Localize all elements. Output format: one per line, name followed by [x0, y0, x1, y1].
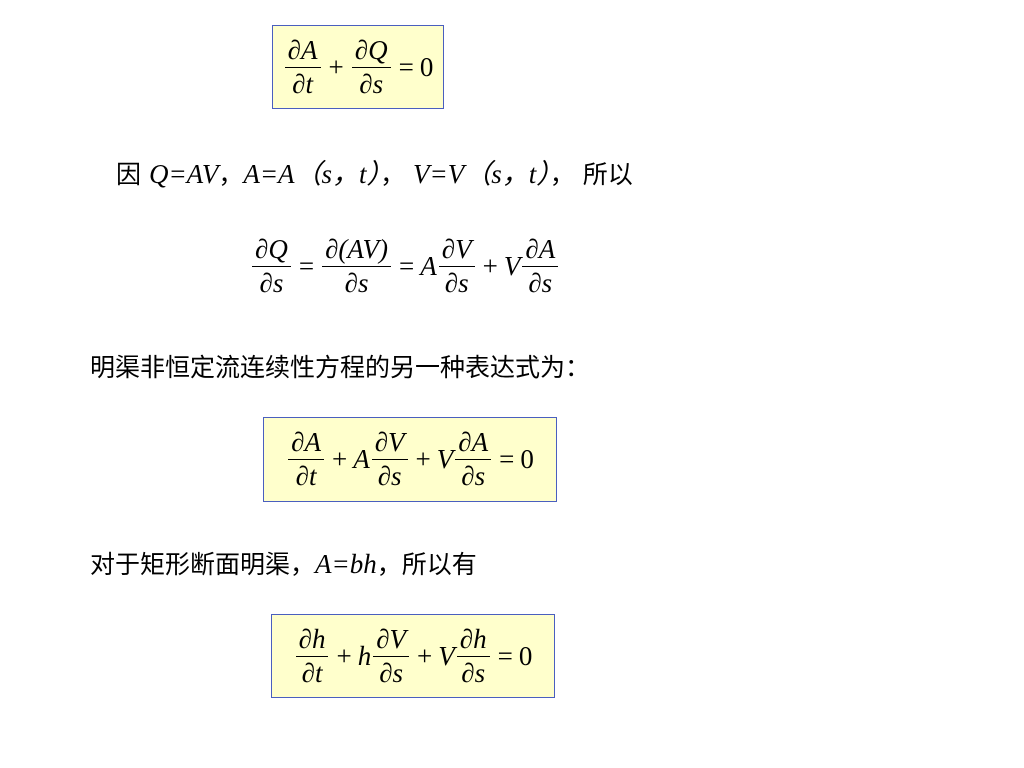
- denominator: ∂s: [359, 68, 384, 99]
- rhs-zero: 0: [520, 444, 534, 474]
- fraction-dA-ds: ∂A ∂s: [455, 427, 492, 491]
- equation-box-continuity: ∂A ∂t + ∂Q ∂s = 0: [272, 25, 444, 109]
- numerator: ∂V: [376, 623, 407, 654]
- text-line-because: 因 Q=AV，A=A（s，t）， V=V（s，t）， 所以: [116, 158, 633, 191]
- equation-box-rectangular: ∂h ∂t + h ∂V ∂s + V ∂h ∂s = 0: [271, 614, 555, 698]
- fraction-bar: [252, 266, 291, 267]
- fraction-bar: [522, 266, 559, 267]
- coefficient-V: V: [503, 251, 521, 281]
- numerator: ∂A: [291, 427, 321, 457]
- numerator: ∂Q: [354, 34, 388, 65]
- fraction-bar: [284, 66, 321, 68]
- equation-rectangular: ∂h ∂t + h ∂V ∂s + V ∂h ∂s = 0: [294, 623, 533, 688]
- text-suffix: ， 所以: [549, 160, 633, 189]
- fraction-bar: [456, 655, 490, 657]
- fraction-dAV-ds: ∂(AV) ∂s: [322, 234, 392, 298]
- text-prefix: 对于矩形断面明渠，: [90, 550, 316, 579]
- fraction-bar: [373, 655, 410, 657]
- separator: ，: [380, 160, 414, 189]
- equals-sign: =: [398, 51, 414, 82]
- fraction-dV-ds: ∂V ∂s: [438, 234, 475, 298]
- numerator: ∂A: [287, 34, 318, 65]
- denominator: ∂s: [344, 268, 369, 298]
- text-another-form: 明渠非恒定流连续性方程的另一种表达式为：: [90, 353, 591, 382]
- numerator: ∂(AV): [325, 234, 389, 264]
- text-line-rectangular: 对于矩形断面明渠，A=bh，所以有: [90, 548, 477, 581]
- text-suffix: ，所以有: [376, 550, 477, 579]
- equals-sign: =: [497, 640, 513, 671]
- rhs-zero: 0: [518, 640, 533, 671]
- denominator: ∂s: [444, 268, 469, 298]
- fraction-dV-ds: ∂V ∂s: [371, 427, 408, 491]
- plus-sign: +: [328, 51, 344, 82]
- numerator: ∂h: [298, 623, 326, 654]
- numerator: ∂A: [458, 427, 489, 457]
- fraction-dQ-ds: ∂Q ∂s: [351, 34, 391, 99]
- fraction-bar: [438, 266, 475, 267]
- numerator: ∂V: [441, 234, 472, 264]
- fraction-bar: [351, 66, 391, 68]
- numerator: ∂V: [374, 427, 405, 457]
- fraction-dV-ds: ∂V ∂s: [373, 623, 410, 688]
- fraction-dQ-ds: ∂Q ∂s: [252, 236, 291, 297]
- equation-expanded: ∂A ∂t + A ∂V ∂s + V ∂A ∂s = 0: [286, 429, 534, 490]
- equals-sign: =: [499, 444, 515, 474]
- fraction-bar: [295, 655, 329, 657]
- fraction-bar: [322, 266, 392, 267]
- coefficient-h: h: [357, 640, 372, 671]
- denominator: ∂s: [259, 268, 284, 298]
- denominator: ∂s: [379, 657, 404, 688]
- denominator: ∂s: [528, 268, 553, 298]
- equation-box-expanded: ∂A ∂t + A ∂V ∂s + V ∂A ∂s = 0: [263, 417, 557, 502]
- plus-sign: +: [336, 640, 352, 671]
- coefficient-A: A: [353, 444, 370, 474]
- rhs-zero: 0: [419, 51, 434, 82]
- fraction-dA-ds: ∂A ∂s: [522, 234, 559, 298]
- numerator: ∂Q: [255, 234, 288, 264]
- equation-product-rule: ∂Q ∂s = ∂(AV) ∂s = A ∂V ∂s + V ∂A ∂s: [250, 236, 560, 297]
- coefficient-V: V: [436, 444, 454, 474]
- formula-V: V=V: [413, 159, 465, 189]
- coefficient-V: V: [438, 640, 455, 671]
- formula-Q-AV: Q=AV: [148, 159, 219, 189]
- plus-sign: +: [415, 444, 431, 474]
- denominator: ∂s: [461, 657, 486, 688]
- plus-sign: +: [417, 640, 433, 671]
- formula-A: A=A: [243, 159, 295, 189]
- formula-A-bh: A=bh: [315, 549, 377, 579]
- denominator: ∂t: [295, 461, 317, 491]
- separator: ，: [218, 160, 244, 189]
- equation-continuity: ∂A ∂t + ∂Q ∂s = 0: [283, 34, 434, 99]
- plus-sign: +: [482, 251, 498, 281]
- equals-sign: =: [298, 251, 315, 281]
- numerator: ∂A: [525, 234, 556, 264]
- fraction-dA-dt: ∂A ∂t: [284, 34, 321, 99]
- denominator: ∂t: [301, 657, 323, 688]
- equals-sign: =: [399, 251, 415, 281]
- fraction-dh-ds: ∂h ∂s: [456, 623, 490, 688]
- text-prefix: 因: [116, 160, 149, 189]
- denominator: ∂s: [377, 461, 402, 491]
- fraction-bar: [455, 459, 492, 460]
- fraction-dh-dt: ∂h ∂t: [295, 623, 329, 688]
- plus-sign: +: [331, 444, 348, 474]
- text-line-another-form: 明渠非恒定流连续性方程的另一种表达式为：: [90, 352, 590, 384]
- fraction-bar: [371, 459, 408, 460]
- denominator: ∂t: [292, 68, 314, 99]
- numerator: ∂h: [459, 623, 487, 654]
- args-s-t: （s，t）: [464, 159, 550, 189]
- fraction-dA-dt: ∂A ∂t: [288, 429, 324, 490]
- fraction-bar: [288, 459, 324, 460]
- coefficient-A: A: [420, 251, 437, 281]
- args-s-t: （s，t）: [294, 159, 381, 189]
- denominator: ∂s: [461, 461, 486, 491]
